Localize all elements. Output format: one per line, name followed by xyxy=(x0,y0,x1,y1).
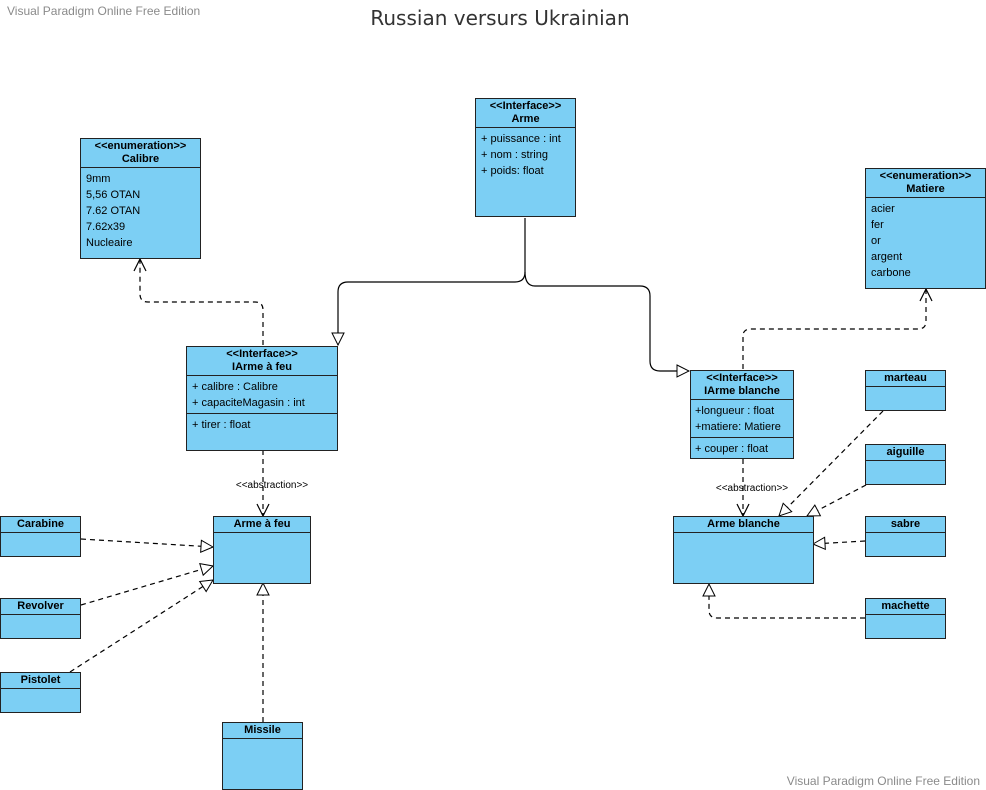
abstraction-label-feu: <<abstraction>> xyxy=(236,480,308,491)
stereotype-label: <<Interface>> xyxy=(489,100,562,112)
edge-iarme-blanche-matiere xyxy=(742,289,926,369)
attributes-section: +longueur : float +matiere: Matiere xyxy=(691,400,793,438)
literals-section: 9mm 5,56 OTAN 7.62 OTAN 7.62x39 Nucleair… xyxy=(81,168,200,253)
class-header: Pistolet xyxy=(1,673,80,689)
class-aiguille[interactable]: aiguille xyxy=(865,444,946,485)
class-name: Arme xyxy=(511,113,540,125)
attribute: +longueur : float xyxy=(695,405,775,417)
class-header: <<enumeration>> Calibre xyxy=(81,139,200,168)
class-marteau[interactable]: marteau xyxy=(865,370,946,411)
enum-literal: 7.62x39 xyxy=(86,221,126,233)
stereotype-label: <<Interface>> xyxy=(226,348,298,360)
edge-revolver-arme-feu xyxy=(80,566,213,606)
operations-section: + couper : float xyxy=(691,438,793,459)
class-name: Missile xyxy=(244,724,281,736)
enum-literal: acier xyxy=(871,203,895,215)
class-sabre[interactable]: sabre xyxy=(865,516,946,557)
class-calibre[interactable]: <<enumeration>> Calibre 9mm 5,56 OTAN 7.… xyxy=(80,138,201,259)
literals-section: acier fer or argent carbone xyxy=(866,198,985,283)
class-header: marteau xyxy=(866,371,945,387)
class-matiere[interactable]: <<enumeration>> Matiere acier fer or arg… xyxy=(865,168,986,289)
class-iarme-feu[interactable]: <<Interface>> IArme à feu + calibre : Ca… xyxy=(186,346,338,451)
class-missile[interactable]: Missile xyxy=(222,722,303,790)
edge-iarme-feu-calibre xyxy=(140,259,264,345)
class-header: <<Interface>> IArme blanche xyxy=(691,371,793,400)
class-name: Arme blanche xyxy=(707,518,780,530)
edge-machette-arme-blanche xyxy=(709,584,865,619)
attributes-section: + puissance : int + nom : string + poids… xyxy=(476,128,575,181)
class-name: Revolver xyxy=(17,600,64,612)
stereotype-label: <<enumeration>> xyxy=(879,170,972,182)
enum-literal: 9mm xyxy=(86,173,111,185)
attributes-section: + calibre : Calibre + capaciteMagasin : … xyxy=(187,376,337,414)
class-name: aiguille xyxy=(886,446,925,458)
class-header: aiguille xyxy=(866,445,945,461)
class-arme-blanche[interactable]: Arme blanche xyxy=(673,516,814,584)
class-arme-feu[interactable]: Arme à feu xyxy=(213,516,311,584)
operations-section: + tirer : float xyxy=(187,414,337,435)
abstraction-label-blanche: <<abstraction>> xyxy=(716,483,788,494)
class-name: IArme à feu xyxy=(232,361,292,373)
edge-pistolet-arme-feu xyxy=(69,580,213,673)
edge-arme-iarme-feu xyxy=(338,218,526,345)
stereotype-label: <<enumeration>> xyxy=(94,140,187,152)
class-header: Carabine xyxy=(1,517,80,533)
attribute: + poids: float xyxy=(481,165,544,177)
enum-literal: argent xyxy=(871,251,903,263)
class-carabine[interactable]: Carabine xyxy=(0,516,81,557)
class-name: Calibre xyxy=(121,153,160,165)
edge-arme-iarme-blanche xyxy=(524,271,689,371)
enum-literal: 5,56 OTAN xyxy=(86,189,141,201)
diagram-title: Russian versurs Ukrainian xyxy=(370,6,630,30)
operation: + tirer : float xyxy=(192,419,251,431)
attribute: + capaciteMagasin : int xyxy=(192,397,305,409)
edge-carabine-arme-feu xyxy=(80,538,213,547)
class-iarme-blanche[interactable]: <<Interface>> IArme blanche +longueur : … xyxy=(690,370,794,459)
watermark-top: Visual Paradigm Online Free Edition xyxy=(7,4,201,18)
class-header: Missile xyxy=(223,723,302,739)
class-header: sabre xyxy=(866,517,945,533)
enum-literal: 7.62 OTAN xyxy=(86,205,141,217)
class-header: <<enumeration>> Matiere xyxy=(866,169,985,198)
watermark-bottom: Visual Paradigm Online Free Edition xyxy=(786,774,980,788)
class-name: Matiere xyxy=(906,183,945,195)
enum-literal: or xyxy=(871,235,881,247)
class-header: Arme blanche xyxy=(674,517,813,533)
class-name: sabre xyxy=(890,518,921,530)
class-revolver[interactable]: Revolver xyxy=(0,598,81,639)
class-header: <<Interface>> IArme à feu xyxy=(187,347,337,376)
class-header: <<Interface>> Arme xyxy=(476,99,575,128)
class-name: Arme à feu xyxy=(233,518,291,530)
operation: + couper : float xyxy=(695,443,769,455)
class-header: Arme à feu xyxy=(214,517,310,533)
class-name: IArme blanche xyxy=(704,385,780,397)
class-header: Revolver xyxy=(1,599,80,615)
stereotype-label: <<Interface>> xyxy=(706,372,778,384)
class-arme[interactable]: <<Interface>> Arme + puissance : int + n… xyxy=(475,98,576,217)
attribute: + puissance : int xyxy=(481,133,561,145)
attribute: +matiere: Matiere xyxy=(695,421,781,433)
enum-literal: fer xyxy=(871,219,884,231)
enum-literal: Nucleaire xyxy=(86,237,133,249)
class-name: Pistolet xyxy=(20,674,61,686)
enum-literal: carbone xyxy=(871,267,911,279)
attribute: + nom : string xyxy=(481,149,548,161)
class-machette[interactable]: machette xyxy=(865,598,946,639)
class-name: Carabine xyxy=(16,518,65,530)
attribute: + calibre : Calibre xyxy=(192,381,278,393)
edge-aiguille-arme-blanche xyxy=(807,484,867,517)
class-name: marteau xyxy=(884,372,927,384)
class-header: machette xyxy=(866,599,945,615)
class-pistolet[interactable]: Pistolet xyxy=(0,672,81,713)
class-name: machette xyxy=(881,600,930,612)
edge-sabre-arme-blanche xyxy=(813,541,866,544)
edge-marteau-arme-blanche xyxy=(779,410,884,516)
